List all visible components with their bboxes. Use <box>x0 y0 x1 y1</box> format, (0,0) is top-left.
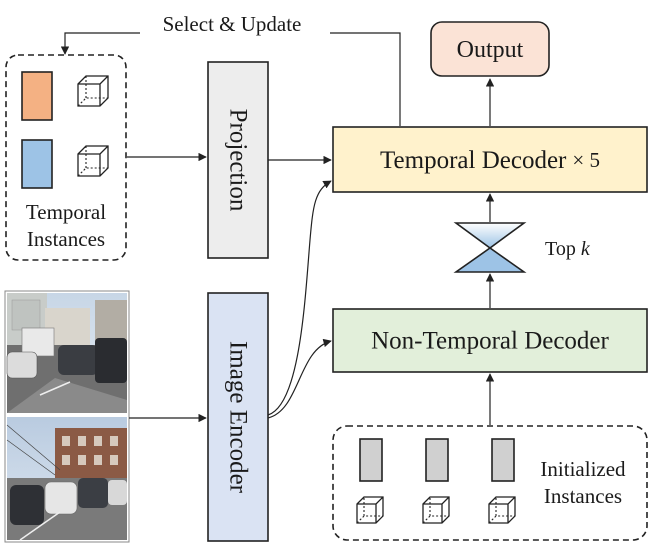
select-update-loop: Select & Update <box>60 12 401 126</box>
initialized-instances-label-line1: Initialized <box>540 457 626 481</box>
gray-instance-block <box>491 438 515 482</box>
camera-images <box>4 290 130 543</box>
cube-icon <box>77 75 109 107</box>
select-update-arrow-left <box>60 32 140 55</box>
orange-instance-block <box>21 71 53 121</box>
output-label: Output <box>457 37 524 63</box>
top-k-upper-triangle <box>453 222 527 249</box>
image-encoder-block: Image Encoder <box>207 292 269 542</box>
cube-icon <box>422 496 450 524</box>
cube-icon <box>77 145 109 177</box>
gray-instance-block <box>359 438 383 482</box>
arrow-image-encoder-to-temporal-decoder <box>267 180 332 416</box>
non-temporal-decoder-label: Non-Temporal Decoder <box>371 328 609 355</box>
gray-instance-block <box>425 438 449 482</box>
blue-instance-block <box>21 139 53 189</box>
temporal-instances-label-line1: Temporal <box>26 200 106 224</box>
projection-block: Projection <box>207 61 269 259</box>
temporal-decoder-block: Temporal Decoder× 5 <box>332 126 648 193</box>
cube-icon <box>356 496 384 524</box>
temporal-instances-label-line2: Instances <box>27 227 105 251</box>
select-update-label: Select & Update <box>163 12 302 36</box>
temporal-instances-box <box>5 54 127 261</box>
flow-arrows <box>127 78 495 425</box>
projection-label: Projection <box>225 109 252 212</box>
street-photo-bottom <box>6 417 127 541</box>
temporal-decoder-label: Temporal Decoder× 5 <box>380 147 600 174</box>
non-temporal-decoder-block: Non-Temporal Decoder <box>332 308 648 373</box>
arrow-image-encoder-to-non-temporal-decoder <box>267 338 332 419</box>
temporal-instances-group: Temporal Instances <box>5 54 127 261</box>
initialized-instances-box <box>332 425 648 541</box>
cube-icon <box>488 496 516 524</box>
top-k-lower-triangle <box>453 247 527 273</box>
output-block: Output <box>430 21 550 77</box>
street-photo-top <box>6 293 127 413</box>
image-encoder-label: Image Encoder <box>225 341 252 494</box>
initialized-instances-label-line2: Instances <box>544 484 622 508</box>
initialized-instances-group: Initialized Instances <box>332 425 648 541</box>
select-update-line-right <box>330 32 401 126</box>
